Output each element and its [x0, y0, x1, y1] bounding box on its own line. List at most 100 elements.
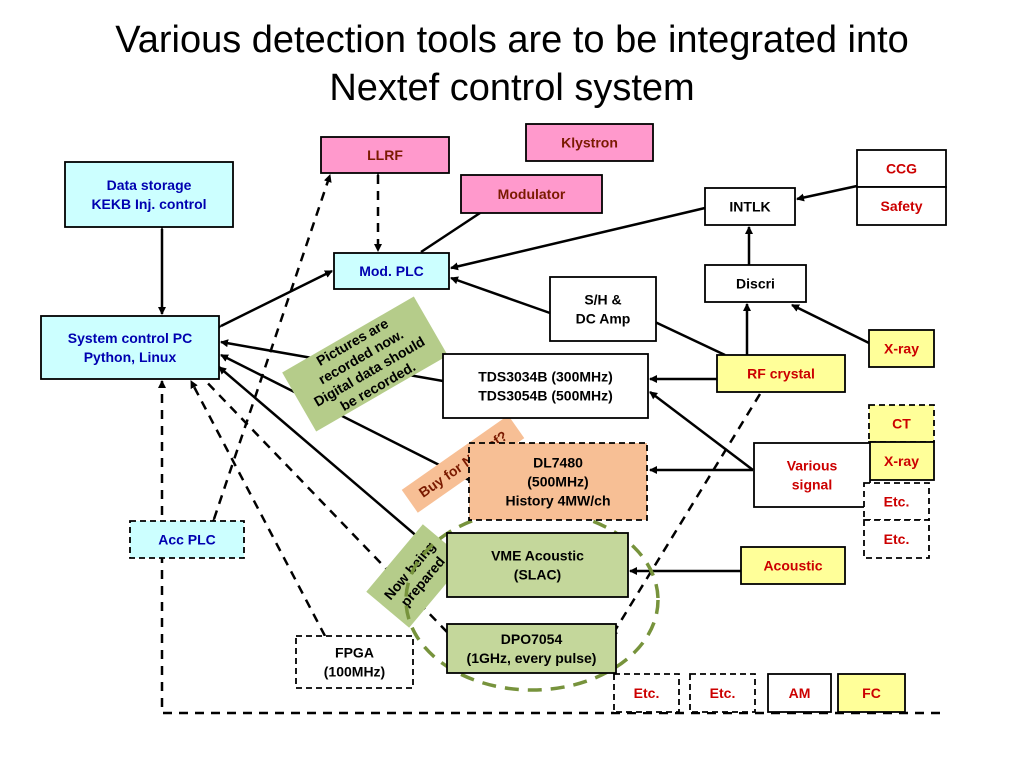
etc-4-box: Etc. [689, 673, 756, 713]
edge-fpga-pc [189, 380, 327, 637]
fpga-line-2: (100MHz) [324, 664, 385, 680]
sh-amp-line-2: DC Amp [576, 311, 631, 327]
note-pictures-shape [282, 296, 448, 432]
mod-plc-box-shape [333, 252, 450, 290]
title-line-1: Various detection tools are to be integr… [115, 19, 909, 61]
discri-box-shape [704, 264, 807, 303]
safety-box: Safety [856, 186, 947, 226]
ct-line-1: CT [892, 416, 911, 432]
am-text: AM [789, 685, 811, 701]
fpga-box: FPGA (100MHz) [295, 635, 414, 689]
acc-plc-box-shape [129, 520, 245, 559]
modulator-text: Modulator [498, 186, 566, 202]
dpo-line-1: DPO7054 [501, 631, 563, 647]
data-storage-line-2: KEKB Inj. control [91, 196, 206, 212]
discri-box: Discri [704, 264, 807, 303]
llrf-box: LLRF [320, 136, 450, 174]
fpga-line-1: FPGA [335, 645, 374, 661]
etc-1-box: Etc. [863, 482, 930, 521]
fc-line-1: FC [862, 685, 881, 701]
modulator-box: Modulator [460, 174, 603, 214]
dpo-line-2: (1GHz, every pulse) [467, 650, 597, 666]
mod-plc-text: Mod. PLC [359, 263, 424, 279]
llrf-line-1: LLRF [367, 147, 403, 163]
etc-4-text: Etc. [710, 685, 736, 701]
edge-intlk-modplc [450, 206, 706, 271]
fc-box: FC [837, 673, 906, 713]
mod-plc-line-1: Mod. PLC [359, 263, 424, 279]
sh-amp-line-1: S/H & [584, 292, 621, 308]
xray-2-box: X-ray [868, 441, 935, 481]
intlk-line-1: INTLK [729, 199, 770, 215]
etc-2-line-1: Etc. [884, 531, 910, 547]
rf-crystal-text: RF crystal [747, 366, 815, 382]
note-being-shape [366, 524, 466, 628]
vme-box-shape [446, 532, 629, 598]
sh-amp-text: S/H & DC Amp [576, 292, 631, 327]
title-line-2: Nextef control system [329, 67, 695, 109]
llrf-box-shape [320, 136, 450, 174]
fc-text: FC [862, 685, 881, 701]
dl7480-line-2: (500MHz) [527, 474, 588, 490]
safety-box-shape [856, 186, 947, 226]
vme-line-2: (SLAC) [514, 567, 561, 583]
edge-pc-modplc [212, 269, 333, 333]
acoustic-box: Acoustic [740, 546, 846, 585]
edge-ccg-intlk [796, 184, 858, 202]
am-box-shape [767, 673, 832, 713]
tds-line-2: TDS3054B (500MHz) [478, 388, 613, 404]
acc-plc-line-1: Acc PLC [158, 532, 216, 548]
acoustic-box-shape [740, 546, 846, 585]
modulator-box-shape [460, 174, 603, 214]
tds-box: TDS3034B (300MHz) TDS3054B (500MHz) [442, 353, 649, 419]
ccg-box: CCG [856, 149, 947, 188]
etc-2-text: Etc. [884, 531, 910, 547]
fpga-box-shape [295, 635, 414, 689]
etc-3-text: Etc. [634, 685, 660, 701]
edge-xray-discri [791, 303, 870, 345]
system-pc-box-shape [40, 315, 220, 380]
xray-1-text: X-ray [884, 341, 919, 357]
edge-bottom-pc [158, 380, 940, 715]
etc-4-box-shape [689, 673, 756, 713]
am-line-1: AM [789, 685, 811, 701]
xray-1-line-1: X-ray [884, 341, 919, 357]
klystron-line-1: Klystron [561, 135, 618, 151]
ccg-text: CCG [886, 161, 917, 177]
etc-3-line-1: Etc. [634, 685, 660, 701]
rf-crystal-line-1: RF crystal [747, 366, 815, 382]
etc-1-box-shape [863, 482, 930, 521]
xray-1-box: X-ray [868, 329, 935, 368]
etc-1-line-1: Etc. [884, 494, 910, 510]
tds-text: TDS3034B (300MHz) TDS3054B (500MHz) [478, 369, 613, 404]
intlk-box: INTLK [704, 187, 796, 226]
safety-text: Safety [880, 198, 922, 214]
acoustic-text: Acoustic [763, 558, 822, 574]
dl7480-box-shape [468, 442, 648, 521]
sh-amp-box-shape [549, 276, 657, 342]
dl7480-line-1: DL7480 [533, 455, 583, 471]
fpga-text: FPGA (100MHz) [324, 645, 385, 680]
mod-plc-box: Mod. PLC [333, 252, 450, 290]
discri-text: Discri [736, 276, 775, 292]
system-pc-line-1: System control PC [68, 330, 192, 346]
xray-1-box-shape [868, 329, 935, 368]
vme-line-1: VME Acoustic [491, 548, 584, 564]
rf-crystal-box: RF crystal [716, 354, 846, 393]
tds-line-1: TDS3034B (300MHz) [478, 369, 613, 385]
various-signal-box-shape [753, 442, 871, 508]
data-storage-line-1: Data storage [107, 177, 192, 193]
acc-plc-text: Acc PLC [158, 532, 216, 548]
various-signal-line-2: signal [792, 477, 832, 493]
etc-1-text: Etc. [884, 494, 910, 510]
dpo-text: DPO7054 (1GHz, every pulse) [467, 631, 597, 666]
dpo-box: DPO7054 (1GHz, every pulse) [446, 623, 617, 674]
